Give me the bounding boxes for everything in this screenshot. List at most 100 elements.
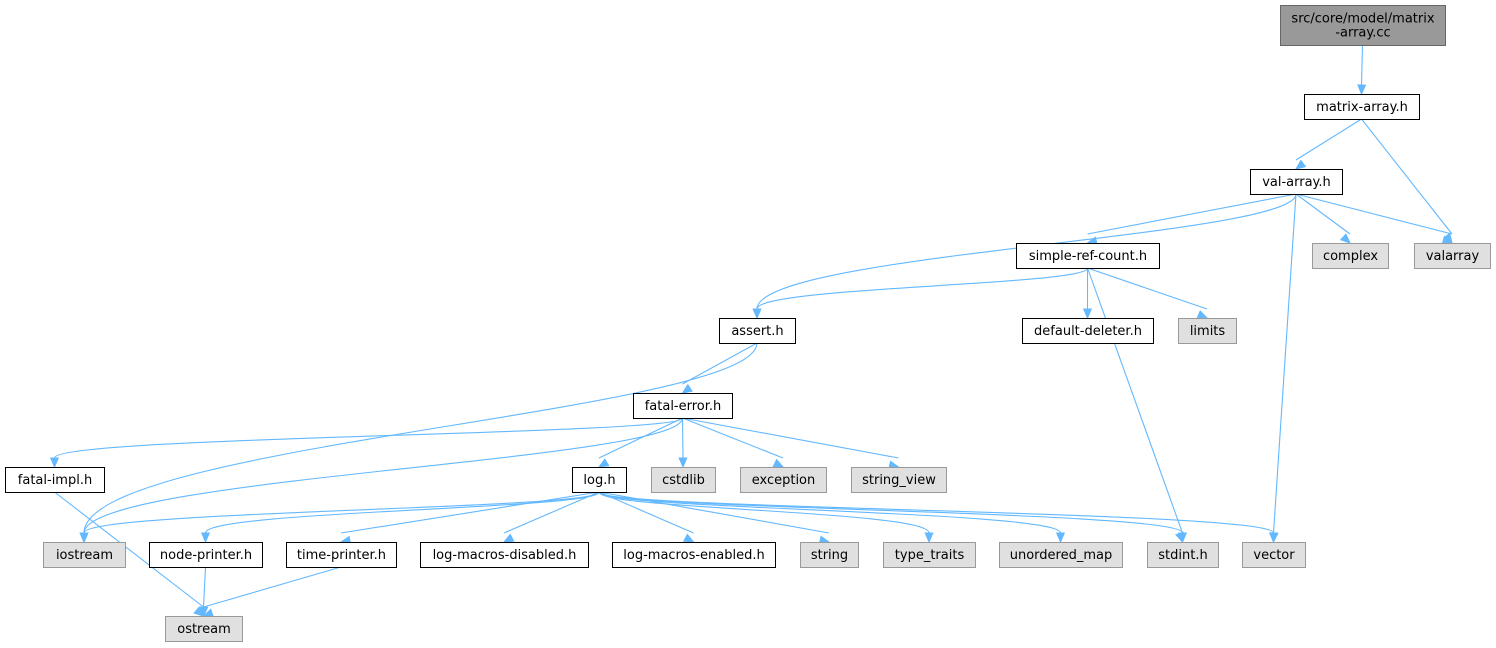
node-matrix-array-h[interactable]: matrix-array.h	[1304, 94, 1420, 120]
edge-log-h-to-type-traits	[598, 491, 934, 544]
node-box	[851, 467, 947, 493]
node-label: string	[811, 548, 848, 563]
edge-simple-ref-count-h-to-default-deleter-h	[1082, 268, 1093, 320]
edge-line	[1295, 193, 1453, 235]
node-label: ostream	[177, 622, 231, 637]
edge-line	[83, 417, 684, 534]
edge-assert-h-to-iostream	[79, 342, 758, 544]
edge-line	[682, 417, 899, 459]
arrowhead-icon	[1339, 233, 1351, 244]
nodes-layer: src/core/model/matrix-array.ccmatrix-arr…	[5, 5, 1491, 642]
node-type-traits: type_traits	[883, 542, 976, 568]
node-box	[1016, 243, 1160, 269]
arrowhead-icon	[1055, 532, 1066, 544]
node-label: cstdlib	[662, 473, 705, 488]
node-cstdlib: cstdlib	[651, 467, 716, 493]
node-box	[633, 393, 733, 419]
edge-root-to-matrix-array-h	[1357, 44, 1367, 96]
node-label: stdint.h	[1158, 548, 1207, 563]
node-label: -array.cc	[1335, 26, 1390, 41]
node-label: unordered_map	[1010, 548, 1113, 563]
edge-fatal-impl-h-to-ostream	[54, 491, 205, 617]
node-fatal-impl-h[interactable]: fatal-impl.h	[5, 467, 105, 493]
edge-fatal-error-h-to-exception	[682, 417, 785, 468]
edge-line	[682, 342, 758, 385]
edge-line	[54, 491, 204, 608]
node-complex: complex	[1312, 243, 1389, 269]
node-label: string_view	[862, 473, 936, 488]
node-limits: limits	[1178, 318, 1237, 344]
node-assert-h[interactable]: assert.h	[719, 318, 796, 344]
edge-line	[598, 491, 1062, 534]
node-box	[1250, 169, 1343, 195]
node-label: fatal-error.h	[645, 399, 722, 414]
node-val-array-h[interactable]: val-array.h	[1250, 169, 1343, 195]
node-log-h[interactable]: log.h	[572, 467, 627, 493]
edge-line	[1087, 267, 1208, 310]
node-label: fatal-impl.h	[18, 473, 92, 488]
node-log-macros-enabled-h[interactable]: log-macros-enabled.h	[612, 542, 776, 568]
node-label: node-printer.h	[160, 548, 252, 563]
arrowhead-icon	[1196, 310, 1209, 319]
node-box	[1147, 542, 1219, 568]
edge-fatal-error-h-to-log-h	[597, 417, 683, 468]
node-box	[5, 467, 105, 493]
node-label: valarray	[1426, 249, 1480, 264]
arrowhead-icon	[678, 457, 688, 469]
edge-line	[1295, 118, 1362, 161]
node-default-deleter-h[interactable]: default-deleter.h	[1022, 318, 1154, 344]
node-label: val-array.h	[1262, 175, 1331, 190]
edge-log-h-to-unordered-map	[598, 491, 1066, 544]
node-box	[800, 542, 859, 568]
edge-line	[203, 566, 342, 608]
edge-val-array-h-to-complex	[1295, 193, 1351, 244]
edge-time-printer-h-to-ostream	[202, 566, 342, 618]
node-label: assert.h	[731, 324, 783, 339]
edge-line	[598, 491, 930, 534]
node-box	[149, 542, 263, 568]
edge-fatal-error-h-to-fatal-impl-h	[49, 417, 684, 469]
edge-assert-h-to-fatal-error-h	[681, 342, 758, 394]
edge-simple-ref-count-h-to-assert-h	[752, 267, 1089, 320]
node-box	[1312, 243, 1389, 269]
edge-line	[681, 417, 684, 459]
edge-simple-ref-count-h-to-limits	[1087, 267, 1209, 319]
arrowhead-icon	[1294, 159, 1307, 170]
node-label: complex	[1323, 249, 1378, 264]
node-box	[165, 616, 243, 642]
node-label: log-macros-disabled.h	[433, 548, 577, 563]
edge-matrix-array-h-to-val-array-h	[1294, 118, 1362, 170]
arrowhead-icon	[193, 606, 205, 617]
edge-line	[598, 417, 683, 459]
node-box	[651, 467, 716, 493]
node-fatal-error-h[interactable]: fatal-error.h	[633, 393, 733, 419]
node-box	[999, 542, 1123, 568]
node-simple-ref-count-h[interactable]: simple-ref-count.h	[1016, 243, 1160, 269]
node-label: matrix-array.h	[1316, 100, 1408, 115]
arrowhead-icon	[772, 458, 785, 468]
node-box	[883, 542, 976, 568]
edge-line	[598, 491, 1275, 534]
arrowhead-icon	[49, 457, 60, 469]
node-label: limits	[1190, 324, 1226, 339]
arrowhead-icon	[597, 458, 610, 468]
node-unordered-map: unordered_map	[999, 542, 1123, 568]
node-box	[719, 318, 796, 344]
edge-line	[204, 491, 600, 534]
node-log-macros-disabled-h[interactable]: log-macros-disabled.h	[420, 542, 589, 568]
node-label: log.h	[583, 473, 615, 488]
node-label: type_traits	[895, 548, 965, 563]
arrowhead-icon	[681, 383, 693, 394]
edge-line	[756, 267, 1089, 310]
node-label: iostream	[56, 548, 113, 563]
node-label: simple-ref-count.h	[1029, 249, 1147, 264]
edge-node-printer-h-to-ostream	[199, 566, 209, 618]
node-ostream: ostream	[165, 616, 243, 642]
edge-line	[1361, 118, 1453, 235]
node-exception: exception	[740, 467, 827, 493]
node-node-printer-h[interactable]: node-printer.h	[149, 542, 263, 568]
edge-line	[83, 342, 758, 534]
node-time-printer-h[interactable]: time-printer.h	[286, 542, 397, 568]
node-box	[572, 467, 627, 493]
edge-val-array-h-to-vector	[1269, 193, 1297, 544]
